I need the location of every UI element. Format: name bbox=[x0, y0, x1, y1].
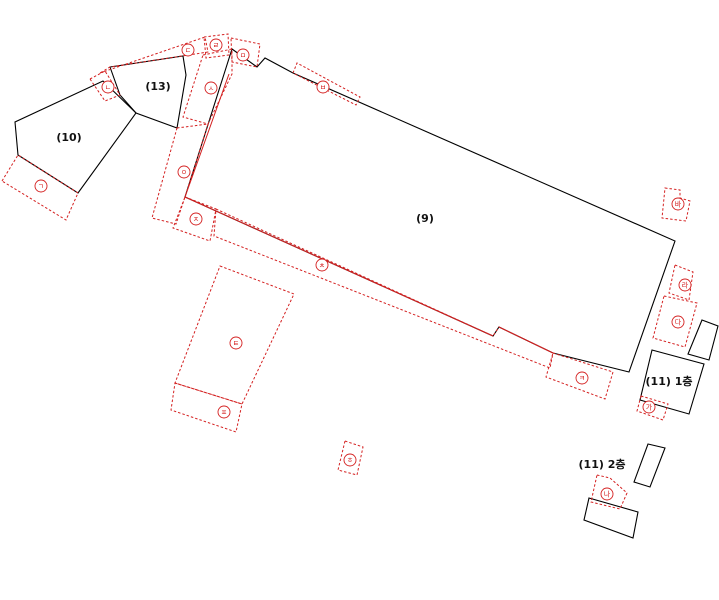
marker-na-text: 나 bbox=[604, 490, 611, 499]
marker-digeut: ㄷ bbox=[181, 43, 195, 57]
marker-giyeok-text: ㄱ bbox=[38, 183, 44, 191]
marker-rieul-text: ㄹ bbox=[213, 42, 219, 50]
marker-jieut: ㅈ bbox=[189, 212, 203, 226]
marker-siot: ㅅ bbox=[204, 81, 218, 95]
marker-da: 다 bbox=[671, 315, 685, 329]
marker-tieut: ㅌ bbox=[229, 336, 243, 350]
marker-siot-text: ㅅ bbox=[208, 85, 214, 93]
marker-bieup: ㅂ bbox=[316, 80, 330, 94]
marker-kieuk: ㅋ bbox=[575, 371, 589, 385]
building-11-1f-label: (11) 1층 bbox=[646, 374, 693, 388]
frontage-edge-north bbox=[184, 73, 230, 198]
marker-ba-text: 바 bbox=[675, 200, 682, 209]
marker-ieung-text: ㅇ bbox=[181, 169, 187, 177]
marker-hieut: ㅎ bbox=[343, 453, 357, 467]
marker-ieung: ㅇ bbox=[177, 165, 191, 179]
parcel-na bbox=[590, 474, 628, 510]
building-11-1f-annex-outline bbox=[687, 319, 719, 361]
marker-jieut-text: ㅈ bbox=[193, 216, 199, 224]
marker-chieut: ㅊ bbox=[315, 258, 329, 272]
building-11-1f-outline bbox=[639, 349, 705, 415]
parcel-ga bbox=[636, 395, 669, 421]
parcel-ieung bbox=[151, 123, 209, 225]
parcel-ra bbox=[668, 264, 694, 301]
marker-mieum-text: ㅁ bbox=[240, 52, 246, 60]
parcel-da bbox=[652, 295, 698, 348]
marker-digeut-text: ㄷ bbox=[185, 47, 191, 55]
marker-giyeok: ㄱ bbox=[34, 179, 48, 193]
parcel-tieut bbox=[174, 265, 295, 405]
parcel-digeut-strip bbox=[99, 36, 209, 74]
parcel-nieun bbox=[89, 70, 121, 102]
building-10-label: (10) bbox=[56, 131, 81, 144]
parcel-mieum bbox=[230, 37, 261, 68]
parcel-pieup bbox=[170, 382, 243, 433]
marker-ra-text: 라 bbox=[682, 281, 689, 290]
parcel-ba bbox=[661, 187, 691, 222]
frontage-edge-south bbox=[184, 196, 494, 337]
marker-pieup: ㅍ bbox=[217, 405, 231, 419]
marker-ba: 바 bbox=[671, 197, 685, 211]
marker-na: 나 bbox=[600, 487, 614, 501]
marker-nieun: ㄴ bbox=[101, 80, 115, 94]
marker-ga: 가 bbox=[642, 400, 656, 414]
marker-ra: 라 bbox=[678, 278, 692, 292]
parcel-bieup bbox=[292, 62, 361, 106]
marker-bieup-text: ㅂ bbox=[320, 84, 326, 92]
frontage-edge-south-2 bbox=[498, 326, 554, 354]
marker-nieun-text: ㄴ bbox=[105, 84, 111, 92]
building-11-2f-label: (11) 2층 bbox=[579, 457, 626, 471]
marker-hieut-text: ㅎ bbox=[347, 457, 353, 465]
marker-da-text: 다 bbox=[675, 318, 682, 327]
building-11-2f-block-outline bbox=[633, 443, 666, 488]
building-9-label: (9) bbox=[416, 212, 434, 225]
marker-kieuk-text: ㅋ bbox=[579, 375, 585, 383]
building-9-outline bbox=[184, 48, 676, 373]
building-13-label: (13) bbox=[145, 80, 170, 93]
parcel-kieuk bbox=[545, 352, 614, 400]
marker-ga-text: 가 bbox=[646, 403, 653, 412]
parcel-giyeok bbox=[1, 154, 79, 221]
parcel-hieut bbox=[337, 440, 364, 476]
marker-mieum: ㅁ bbox=[236, 48, 250, 62]
parcel-rieul bbox=[203, 33, 230, 59]
building-10-outline bbox=[14, 80, 137, 194]
marker-chieut-text: ㅊ bbox=[319, 262, 325, 270]
marker-pieup-text: ㅍ bbox=[221, 409, 227, 417]
marker-tieut-text: ㅌ bbox=[233, 340, 239, 348]
marker-rieul: ㄹ bbox=[209, 38, 223, 52]
building-11-2f-outline bbox=[583, 497, 639, 539]
